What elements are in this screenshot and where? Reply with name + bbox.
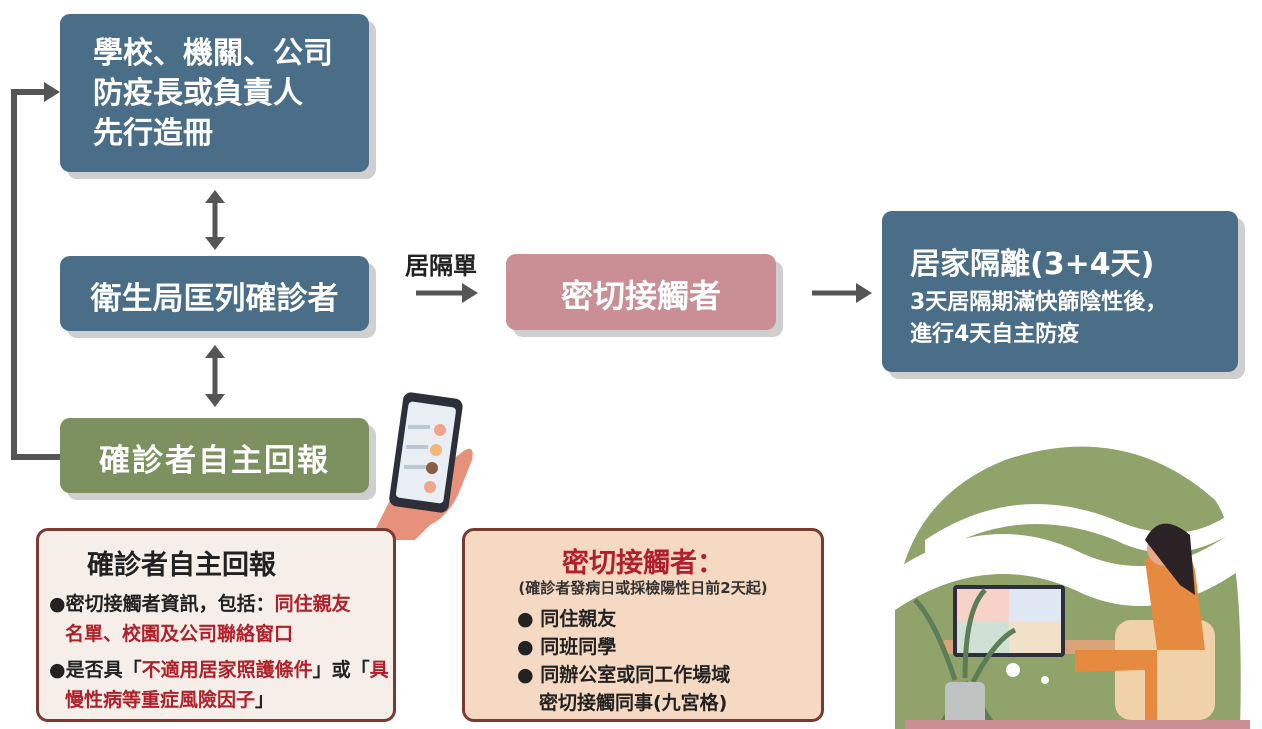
note-self-report-item-1: ●密切接觸者資訊，包括：同住親友 xyxy=(49,593,351,615)
item2-text-b: 」或「 xyxy=(312,659,370,681)
close-contact-item-3-text: 同辦公室或同工作場域 xyxy=(540,664,731,686)
quarantine-title: 居家隔離(3+4天) xyxy=(910,247,1155,282)
note-self-report-item-2: ●是否具「不適用居家照護條件」或「具 xyxy=(49,659,389,681)
close-contact-item-2-text: 同班同學 xyxy=(540,636,617,658)
note-self-report-item-1-cont: 名單、校園及公司聯絡窗口 xyxy=(65,623,294,645)
close-contact-item-1-text: 同住親友 xyxy=(540,608,617,630)
registration-line-2: 防疫長或負責人 xyxy=(93,76,303,111)
close-contact-item-3: ● 同辦公室或同工作場域 xyxy=(517,664,731,686)
item2-highlight-b: 具 xyxy=(369,659,389,681)
note-close-contact-title: 密切接觸者： xyxy=(562,548,724,579)
item1-highlight: 同住親友 xyxy=(274,593,351,615)
item1-text: 密切接觸者資訊，包括： xyxy=(65,593,275,615)
note-self-report-title: 確診者自主回報 xyxy=(87,550,276,581)
right-arrow-2 xyxy=(812,283,872,303)
item2-text-a: 是否具「 xyxy=(65,659,142,681)
note-self-report: 確診者自主回報 ●密切接觸者資訊，包括：同住親友 名單、校園及公司聯絡窗口 ●是… xyxy=(36,528,396,722)
note-close-contact-subtitle: (確診者發病日或採檢陽性日前2天起) xyxy=(518,579,768,597)
item2-highlight-a: 不適用居家照護條件 xyxy=(141,659,313,681)
note-self-report-item-2-cont: 慢性病等重症風險因子」 xyxy=(49,685,389,715)
item2-text-c: 」 xyxy=(255,689,275,711)
health-bureau-label: 衛生局匡列確診者 xyxy=(90,281,339,317)
close-contact-item-1: ● 同住親友 xyxy=(517,608,617,630)
close-contact-item-2: ● 同班同學 xyxy=(517,636,617,658)
close-contact-label: 密切接觸者 xyxy=(560,277,721,315)
registration-line-1: 學校、機關、公司 xyxy=(93,36,333,71)
phone-hand-illustration xyxy=(370,392,473,540)
note-close-contact: 密切接觸者： (確診者發病日或採檢陽性日前2天起) ● 同住親友 ● 同班同學 … xyxy=(462,528,824,722)
box-self-report: 確診者自主回報 xyxy=(60,418,369,493)
box-close-contact: 密切接觸者 xyxy=(506,254,776,330)
arrow-label: 居隔單 xyxy=(405,252,477,280)
double-arrow-upper xyxy=(205,190,225,250)
quarantine-line-2: 進行4天自主防疫 xyxy=(910,322,1080,347)
box-health-bureau: 衛生局匡列確診者 xyxy=(60,256,369,331)
self-report-label: 確診者自主回報 xyxy=(99,443,330,479)
home-working-illustration xyxy=(895,446,1250,729)
double-arrow-lower xyxy=(205,345,225,407)
registration-line-3: 先行造冊 xyxy=(93,116,213,151)
box-quarantine: 居家隔離(3+4天) 3天居隔期滿快篩陰性後， 進行4天自主防疫 xyxy=(882,211,1238,372)
quarantine-line-1: 3天居隔期滿快篩陰性後， xyxy=(910,290,1168,315)
right-arrow-1 xyxy=(416,283,478,303)
box-registration: 學校、機關、公司 防疫長或負責人 先行造冊 xyxy=(60,14,369,172)
item2-highlight-c: 慢性病等重症風險因子 xyxy=(65,689,256,711)
close-contact-item-3-cont: 密切接觸同事(九宮格) xyxy=(539,692,728,714)
